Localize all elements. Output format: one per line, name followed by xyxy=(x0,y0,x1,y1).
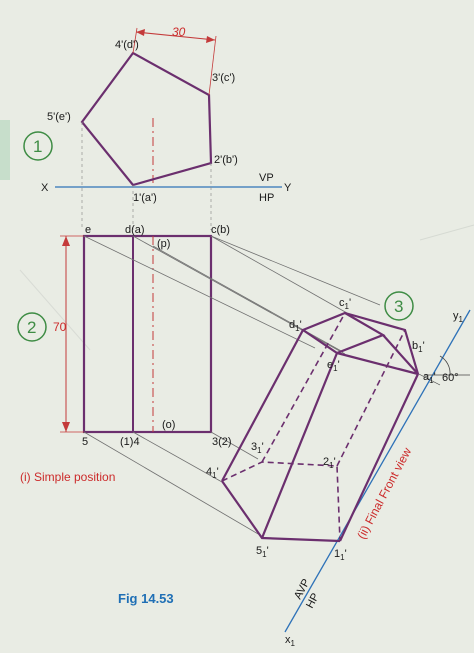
dimension-30-label: 30 xyxy=(172,25,186,39)
front-view xyxy=(60,122,213,434)
dimension-70-arrow-bottom xyxy=(62,422,70,432)
dimension-extension-left xyxy=(132,27,138,54)
figure-caption: Fig 14.53 xyxy=(118,591,174,606)
step-1-circle xyxy=(23,131,53,161)
label-1a: 1'(a') xyxy=(133,192,157,204)
step-3-circle xyxy=(384,291,414,321)
axis-y-label: Y xyxy=(284,182,292,194)
dimension-70-arrow-top xyxy=(62,236,70,246)
step-2-circle xyxy=(17,312,47,342)
axis-x-label: X xyxy=(41,182,49,194)
label-b1: b1' xyxy=(412,340,425,354)
simple-position-note: (i) Simple position xyxy=(20,470,115,484)
label-c1: c1' xyxy=(339,297,351,311)
top-view xyxy=(55,27,282,188)
construction-a1 xyxy=(414,371,441,386)
label-2b: 2'(b') xyxy=(214,154,238,166)
dimension-extension-right xyxy=(208,35,217,96)
label-5e: 5'(e') xyxy=(47,111,71,123)
hidden-edge-2-b1 xyxy=(336,329,406,467)
label-cb: c(b) xyxy=(211,224,230,236)
label-5-1: 51' xyxy=(256,545,269,559)
step-1-label: 1 xyxy=(33,137,42,156)
label-da: d(a) xyxy=(125,224,145,236)
label-e1: e1' xyxy=(327,359,340,373)
edge-a1-1 xyxy=(339,373,419,542)
label-3-1: 31' xyxy=(251,441,264,455)
label-3-2: 3(2) xyxy=(212,436,232,448)
dimension-70-label: 70 xyxy=(53,320,67,334)
axis-y1-label: y1 xyxy=(453,310,464,324)
axis-x1-label: x1 xyxy=(285,634,296,648)
edge-e1-5 xyxy=(260,352,339,539)
dimension-line-30 xyxy=(135,31,216,41)
axis-hp-label: HP xyxy=(259,192,274,204)
hidden-edge-3-c1 xyxy=(261,312,346,463)
prism-front-rectangle xyxy=(82,234,213,434)
top-face-right xyxy=(344,311,420,375)
label-p: (p) xyxy=(157,238,170,250)
label-e: e xyxy=(85,224,91,236)
label-a1: a1' xyxy=(423,371,436,385)
dimension-arrow-right xyxy=(206,36,215,43)
axis-vp-label: VP xyxy=(259,172,274,184)
label-3c: 3'(c') xyxy=(212,72,235,84)
label-d1: d1' xyxy=(289,319,302,333)
dimension-arrow-left xyxy=(136,29,145,36)
label-4-1: 41' xyxy=(206,466,219,480)
top-face-upper xyxy=(300,311,386,355)
transfer-projectors xyxy=(83,235,381,539)
label-o: (o) xyxy=(162,419,175,431)
label-5: 5 xyxy=(82,436,88,448)
step-2-label: 2 xyxy=(27,318,36,337)
hidden-bottom-edges xyxy=(221,461,341,542)
edge-d1-4 xyxy=(221,329,304,482)
label-1-4: (1)4 xyxy=(120,436,140,448)
label-2-1: 21' xyxy=(323,456,336,470)
background-bleed xyxy=(0,120,474,351)
step-3-label: 3 xyxy=(394,297,403,316)
angle-arc-60 xyxy=(439,355,451,376)
angle-60-label: 60° xyxy=(442,372,459,384)
x1y1-reference-line xyxy=(284,309,471,633)
pentagon-top-view xyxy=(80,51,213,187)
bottom-edges xyxy=(221,480,341,543)
label-4d: 4'(d') xyxy=(115,39,139,51)
edge-e1-a1 xyxy=(336,351,419,376)
final-front-view xyxy=(221,309,471,633)
label-1-1: 11' xyxy=(334,548,347,562)
